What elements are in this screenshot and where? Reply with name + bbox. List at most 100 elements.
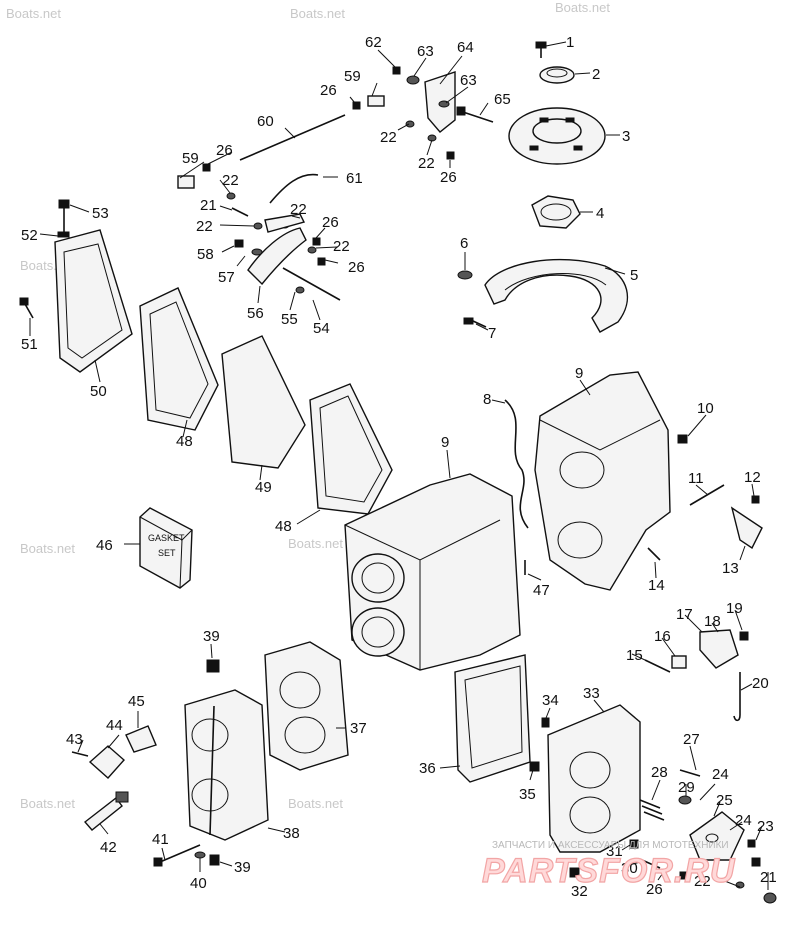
callout-26f: 26: [646, 881, 663, 898]
callout-30: 30: [621, 860, 638, 877]
callout-17: 17: [676, 606, 693, 623]
callout-42: 42: [100, 839, 117, 856]
part-60-rod: [239, 114, 346, 161]
part-1-screw: [535, 41, 547, 58]
callout-14: 14: [648, 577, 665, 594]
part-51-screw: [19, 297, 34, 319]
part-22-washers: [226, 120, 437, 254]
part-3-retainer-plate: [508, 107, 606, 165]
callout-11: 11: [688, 470, 704, 487]
part-6-washer: [457, 270, 473, 280]
callout-36: 36: [419, 760, 436, 777]
part-56-lever: [247, 213, 307, 286]
callout-63a: 63: [417, 43, 434, 60]
part-54-55-link: [282, 267, 341, 301]
store-logo: PARTSFOR.RU: [482, 852, 736, 890]
watermark: Boats.net: [290, 6, 345, 21]
callout-27: 27: [683, 731, 700, 748]
callout-45: 45: [128, 693, 145, 710]
callout-22c: 22: [290, 201, 307, 218]
part-11-bolt: [689, 484, 725, 506]
callout-2: 2: [592, 66, 600, 83]
part-8-seal-strip: [504, 399, 529, 529]
callout-13: 13: [722, 560, 739, 577]
callout-22b: 22: [196, 218, 213, 235]
leader-lines: [29, 41, 769, 890]
callout-16: 16: [654, 628, 671, 645]
callout-61: 61: [346, 170, 363, 187]
part-48-gasket-2: [309, 383, 393, 515]
callout-18: 18: [704, 613, 721, 630]
callout-56: 56: [247, 305, 264, 322]
watermark: Boats.net: [555, 0, 610, 15]
callout-6: 6: [460, 235, 468, 252]
callout-59b: 59: [182, 150, 199, 167]
callout-48a: 48: [176, 433, 193, 450]
callout-22a: 22: [222, 172, 239, 189]
callout-44: 44: [106, 717, 123, 734]
part-59-clip: [177, 95, 385, 189]
part-21-22-26-bottom-fasteners: [679, 871, 777, 904]
callout-64: 64: [457, 39, 474, 56]
callout-22f: 22: [418, 155, 435, 172]
callout-46: 46: [96, 537, 113, 554]
part-9-crankcase-half: [534, 371, 671, 591]
callout-22e: 22: [380, 129, 397, 146]
callout-38: 38: [283, 825, 300, 842]
callout-26d: 26: [348, 259, 365, 276]
callout-1: 1: [566, 34, 574, 51]
store-tagline: ЗАПЧАСТИ И АКСЕССУАРЫ ДЛЯ МОТОТЕХНИКИ: [492, 840, 729, 851]
callout-9b: 9: [441, 434, 449, 451]
gasket-box-label-line1: GASKET: [148, 533, 185, 543]
callout-9a: 9: [575, 365, 583, 382]
callout-21b: 21: [760, 869, 777, 886]
part-23-24-25-plate: [689, 811, 761, 867]
callout-26e: 26: [440, 169, 457, 186]
part-48-gasket: [139, 287, 219, 431]
part-4-gasket: [531, 195, 581, 229]
callout-35: 35: [519, 786, 536, 803]
callout-21a: 21: [200, 197, 217, 214]
part-39-plug: [206, 659, 220, 866]
callout-55: 55: [281, 311, 298, 328]
callout-26c: 26: [322, 214, 339, 231]
part-57-58-fasteners: [234, 239, 263, 256]
gasket-box-label-line2: SET: [158, 548, 176, 558]
part-7-screw: [463, 317, 487, 328]
part-15-16-17-18-19-assembly: [644, 629, 749, 673]
callout-43: 43: [66, 731, 83, 748]
callout-28: 28: [651, 764, 668, 781]
callout-59a: 59: [344, 68, 361, 85]
callout-48b: 48: [275, 518, 292, 535]
part-43-44-45-thermostat: [71, 725, 157, 779]
part-65-screw: [456, 106, 494, 123]
part-27-28-29-30-31-32-fasteners: [569, 769, 701, 878]
callout-23: 23: [757, 818, 774, 835]
callout-37: 37: [350, 720, 367, 737]
callout-26b: 26: [216, 142, 233, 159]
callout-54: 54: [313, 320, 330, 337]
callout-50: 50: [90, 383, 107, 400]
part-53-52-bolt: [57, 199, 70, 238]
callout-65: 65: [494, 91, 511, 108]
watermark: Boats.net: [20, 541, 75, 556]
callout-47: 47: [533, 582, 550, 599]
callout-24a: 24: [712, 766, 729, 783]
callout-22d: 22: [333, 238, 350, 255]
callout-12: 12: [744, 469, 761, 486]
part-42-spark-plug: [83, 791, 129, 831]
callout-41: 41: [152, 831, 169, 848]
callout-51: 51: [21, 336, 38, 353]
callout-5: 5: [630, 267, 638, 284]
part-21-screw: [231, 207, 249, 217]
part-20-rod: [733, 672, 741, 722]
callout-26a: 26: [320, 82, 337, 99]
callout-58: 58: [197, 246, 214, 263]
part-46-gasket-set-box: GASKET SET: [139, 507, 193, 589]
callout-40: 40: [190, 875, 207, 892]
part-9-cylinder-block: [344, 473, 521, 671]
watermark: Boats.net: [20, 796, 75, 811]
part-62-63-fasteners: [392, 66, 450, 108]
callout-4: 4: [596, 205, 604, 222]
